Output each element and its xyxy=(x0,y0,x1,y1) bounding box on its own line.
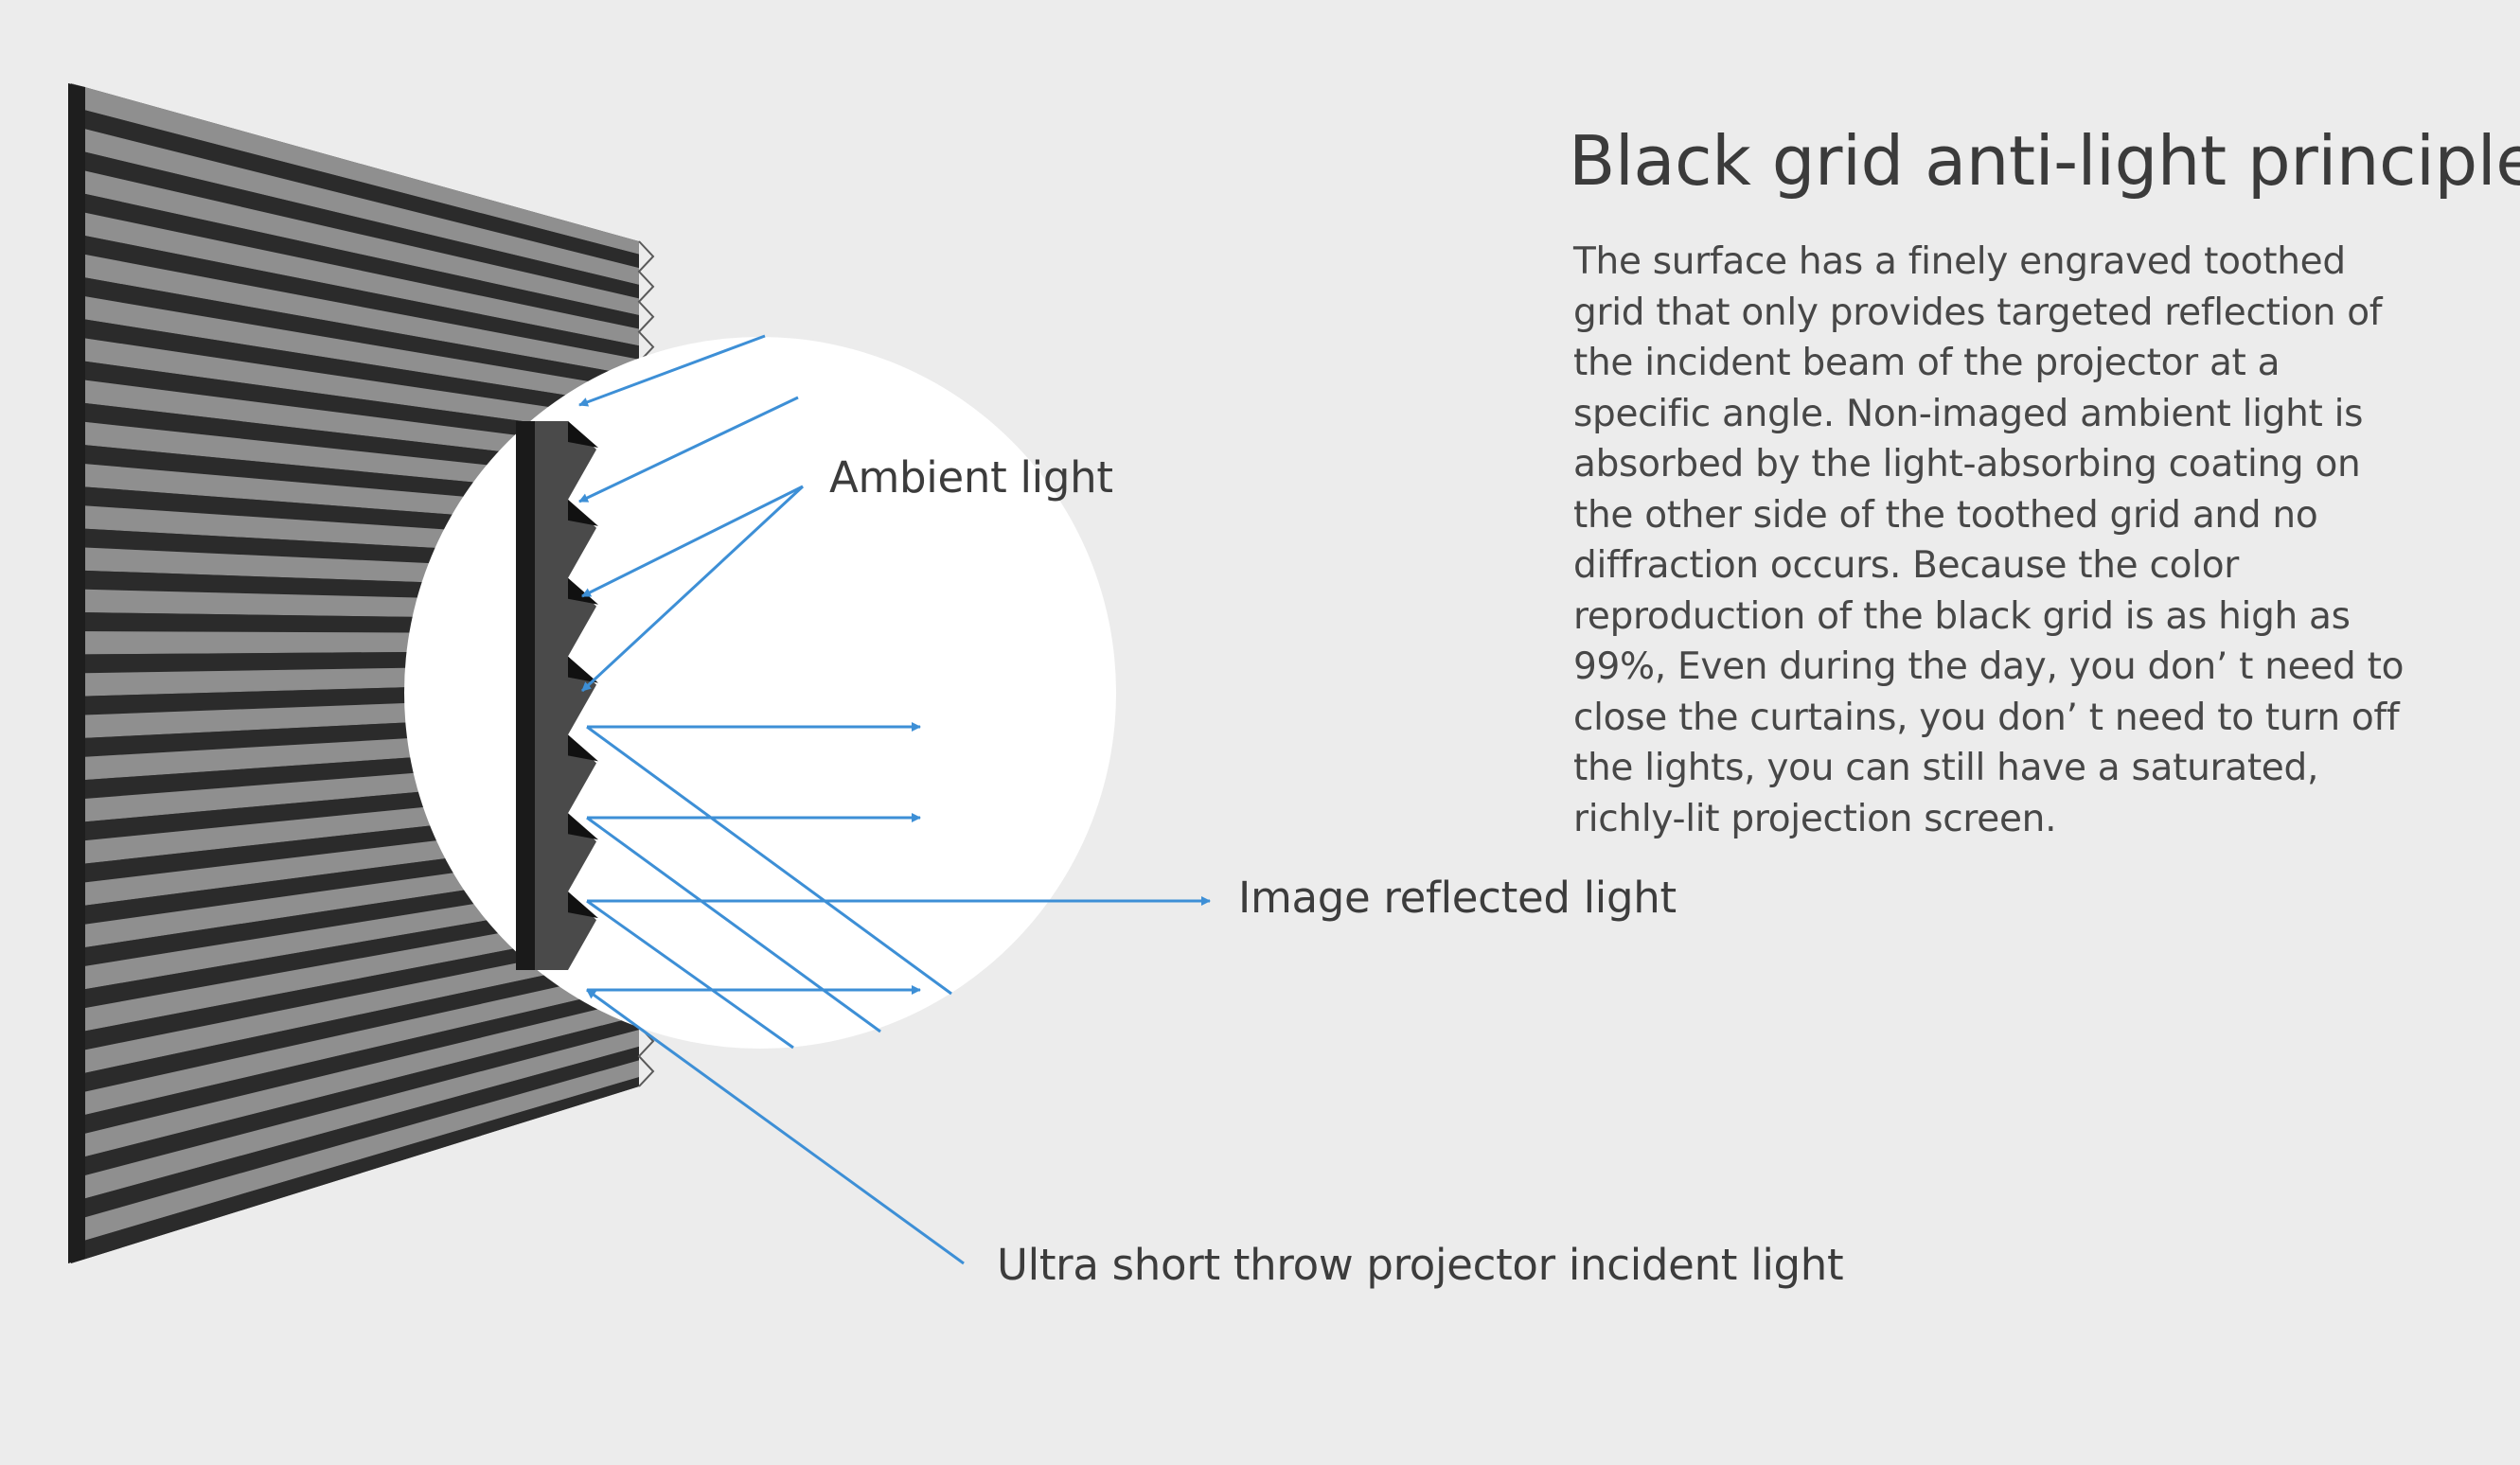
image-reflected-light-label: Image reflected light xyxy=(1238,873,1677,923)
grid-tooth-face xyxy=(71,83,639,258)
grid-tooth-shadow xyxy=(71,106,639,272)
grid-tooth-face xyxy=(71,1026,639,1203)
grid-tooth-face xyxy=(71,336,639,439)
magnified-tooth-tip xyxy=(568,734,598,762)
grid-tooth-shadow xyxy=(71,190,639,332)
incident-ray xyxy=(586,988,965,1265)
grid-tooth-shadow xyxy=(71,1072,639,1263)
grid-tooth-shadow xyxy=(71,922,639,1053)
incident-ray xyxy=(586,725,952,996)
magnified-tooth-tip xyxy=(568,421,598,448)
grid-tooth-shadow xyxy=(71,149,639,302)
magnified-back-plate xyxy=(516,421,535,970)
grid-tooth-shadow xyxy=(71,1042,639,1222)
magnifier-circle xyxy=(404,337,1116,1049)
ambient-ray xyxy=(578,334,766,407)
ambient-ray xyxy=(581,485,804,598)
grid-tooth-shadow xyxy=(71,952,639,1095)
ambient-light-label: Ambient light xyxy=(829,452,1113,503)
incident-ray xyxy=(586,816,881,1033)
magnified-tooth-tip xyxy=(568,656,598,683)
description-paragraph: The surface has a finely engraved toothe… xyxy=(1573,240,2405,840)
incident-ray xyxy=(586,899,794,1050)
light-rays xyxy=(578,334,1211,1265)
incident-light-label: Ultra short throw projector incident lig… xyxy=(997,1240,1844,1290)
grid-tooth-face xyxy=(71,1056,639,1244)
grid-tooth-shadow xyxy=(71,274,639,393)
grid-tooth-face xyxy=(71,935,639,1076)
magnified-tooth-tip xyxy=(568,891,598,919)
page-title: Black grid anti-light principle xyxy=(1569,121,2520,201)
toothed-grid-screen xyxy=(68,83,655,1263)
ambient-ray xyxy=(580,485,805,693)
ambient-ray xyxy=(578,396,799,503)
grid-tooth-shadow xyxy=(71,359,639,453)
grid-tooth-face xyxy=(71,996,639,1160)
grid-tooth-face xyxy=(71,252,639,379)
grid-tooth-shadow xyxy=(71,1012,639,1179)
grid-tooth-face xyxy=(71,125,639,289)
grid-tooth-face xyxy=(71,209,639,349)
grid-tooth-face xyxy=(71,293,639,410)
magnified-tooth-tip xyxy=(568,813,598,840)
grid-tooth-face xyxy=(71,168,639,319)
grid-tooth-shadow xyxy=(71,317,639,423)
magnified-tooth-tip xyxy=(568,499,598,526)
grid-tooth-shadow xyxy=(71,981,639,1138)
grid-tooth-shadow xyxy=(71,233,639,362)
grid-tooth-face xyxy=(71,965,639,1119)
